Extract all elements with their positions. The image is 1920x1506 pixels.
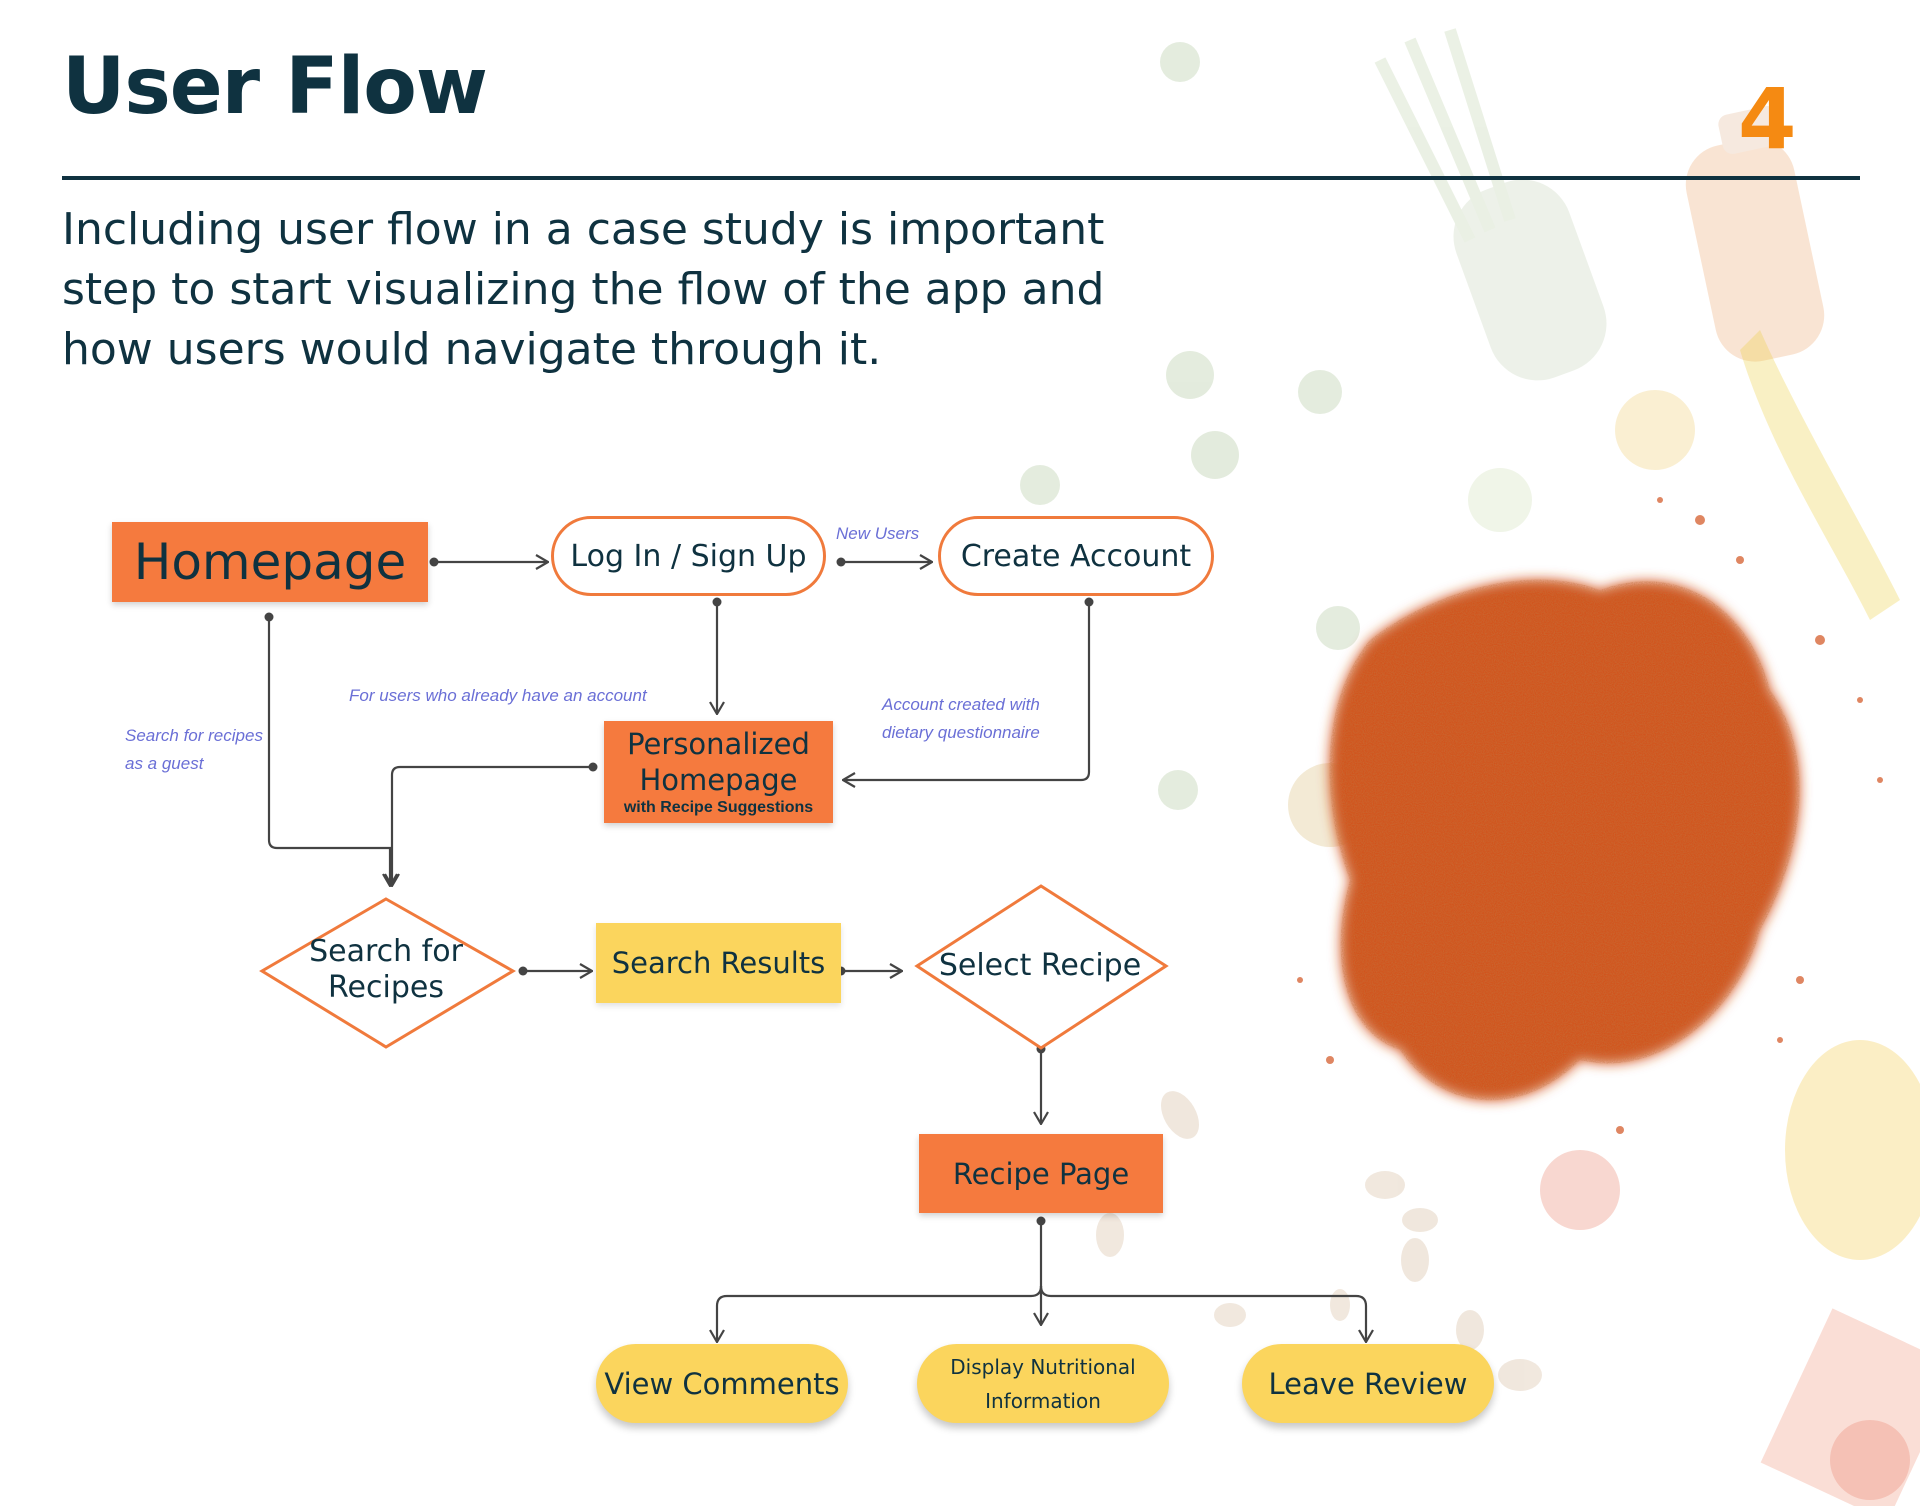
homepage-label: Homepage: [133, 533, 407, 591]
select-recipe-label: Select Recipe: [929, 948, 1151, 984]
search-results-node: Search Results: [596, 923, 841, 1003]
login-signup-label: Log In / Sign Up: [570, 538, 807, 574]
account-created-note-line: dietary questionnaire: [882, 723, 1040, 742]
select-recipe-line: Select Recipe: [938, 948, 1142, 983]
create-account-label: Create Account: [960, 538, 1192, 574]
personalized-homepage-node: Personalized Homepage with Recipe Sugges…: [604, 721, 833, 823]
arrow-recipe-to-comments: [717, 1285, 1043, 1342]
almond-icon: [1096, 1091, 1542, 1391]
personalized-homepage-sublabel: with Recipe Suggestions: [623, 799, 814, 816]
page-title: User Flow: [62, 42, 488, 132]
create-account-node: Create Account: [938, 516, 1214, 596]
search-results-label: Search Results: [611, 946, 826, 980]
search-for-recipes-line: Recipes: [328, 970, 444, 1005]
intro-line: step to start visualizing the flow of th…: [62, 264, 1105, 315]
juice-bottle-icon: [1685, 106, 1825, 362]
guest-note-line: Search for recipes: [125, 726, 263, 745]
spice-powder-icon: [1297, 497, 1883, 1134]
title-divider: [62, 176, 1860, 180]
select-recipe-diamond: [914, 884, 1169, 1050]
vegetable-icon: [1374, 28, 1607, 381]
personalized-homepage-label: Personalized: [627, 727, 810, 761]
intro-line: how users would navigate through it.: [62, 324, 882, 375]
guest-note-line: as a guest: [125, 754, 204, 773]
guest-note: Search for recipes as a guest: [125, 722, 263, 778]
arrow-create-account-to-personalized: [843, 602, 1091, 780]
display-nutritional-node: Display Nutritional Information: [917, 1344, 1169, 1423]
personalized-homepage-label: Homepage: [639, 763, 798, 797]
page-number: 4: [1738, 70, 1797, 168]
search-for-recipes-label: Search for Recipes: [286, 934, 486, 1006]
intro-line: Including user flow in a case study is i…: [62, 204, 1105, 255]
login-signup-node: Log In / Sign Up: [551, 516, 826, 596]
view-comments-node: View Comments: [596, 1344, 848, 1423]
pepper-icon: [1740, 330, 1900, 620]
display-nutritional-line: Display Nutritional: [950, 1354, 1136, 1379]
brussels-sprout-icon: [1020, 42, 1532, 810]
intro-paragraph: Including user flow in a case study is i…: [62, 200, 1122, 380]
display-nutritional-line: Information: [985, 1388, 1101, 1413]
recipe-page-label: Recipe Page: [952, 1156, 1130, 1191]
view-comments-label: View Comments: [604, 1366, 840, 1401]
arrow-homepage-to-search: [267, 617, 390, 886]
homepage-node: Homepage: [112, 522, 428, 602]
arrow-personalized-to-search: [392, 765, 593, 886]
search-for-recipes-line: Search for: [309, 934, 463, 969]
new-users-note: New Users: [836, 524, 920, 543]
recipe-page-node: Recipe Page: [919, 1134, 1163, 1213]
account-created-note: Account created with dietary questionnai…: [882, 691, 1040, 747]
existing-users-note: For users who already have an account: [349, 686, 647, 705]
search-for-recipes-diamond: [259, 897, 516, 1049]
leave-review-label: Leave Review: [1268, 1366, 1468, 1401]
account-created-note-line: Account created with: [882, 695, 1040, 714]
leave-review-node: Leave Review: [1242, 1344, 1494, 1423]
arrow-recipe-to-review: [1039, 1285, 1366, 1342]
